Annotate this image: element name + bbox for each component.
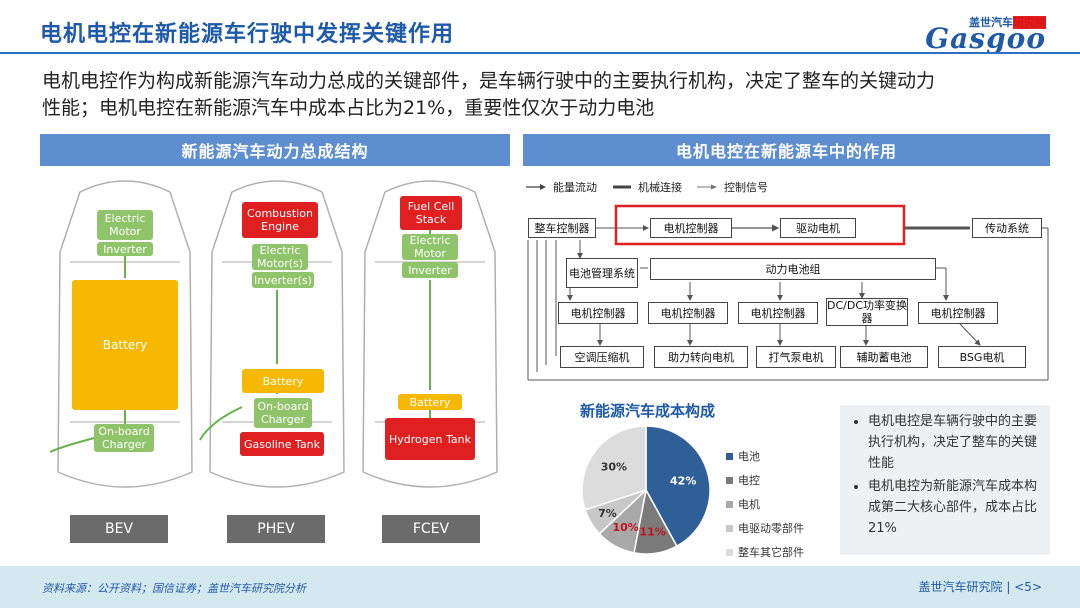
pie-legend-item-other: 整车其它部件 <box>726 544 804 560</box>
gasgoo-logo: Gasgoo <box>925 22 1046 55</box>
bev-inverter: Inverter <box>97 242 153 256</box>
energy-arrow-icon <box>526 184 546 190</box>
legend-mechanical-label: 机械连接 <box>638 181 682 194</box>
motor-role-heading: 电机电控在新能源车中的作用 <box>523 134 1050 166</box>
bev-battery: Battery <box>72 280 178 410</box>
label-phev: PHEV <box>227 515 325 543</box>
phev-onboard-charger: On-board Charger <box>254 398 312 428</box>
legend-energy-label: 能量流动 <box>553 181 597 194</box>
aux-battery-box: 辅助蓄电池 <box>840 346 928 368</box>
phev-gasoline-tank: Gasoline Tank <box>240 432 324 456</box>
pie-legend-label: 电机 <box>738 498 760 511</box>
legend-mechanical: 机械连接 <box>612 179 682 195</box>
controller-box-2: 电机控制器 <box>648 302 728 324</box>
controller-box-5: 电机控制器 <box>918 302 998 324</box>
key-points: 电机电控是车辆行驶中的主要执行机构，决定了整车的关键性能 电机电控为新能源汽车成… <box>840 405 1050 555</box>
pie-slice-label-1: 42% <box>670 474 696 487</box>
phev-inverters: Inverter(s) <box>252 272 314 288</box>
pie-legend-item-drive-parts: 电驱动零部件 <box>726 520 804 536</box>
fcev-inverter: Inverter <box>402 262 458 278</box>
transmission-box: 传动系统 <box>972 218 1042 238</box>
footer-bar <box>0 566 1080 608</box>
page-number: <5> <box>1014 580 1042 594</box>
legend-swatch <box>726 452 733 460</box>
intro-line-2: 性能；电机电控在新能源汽车中成本占比为21%，重要性仅次于动力电池 <box>42 97 655 119</box>
phev-electric-motors: Electric Motor(s) <box>252 244 308 270</box>
drive-motor-box: 驱动电机 <box>780 218 856 238</box>
highlight-frame <box>614 204 906 246</box>
controller-box-1: 电机控制器 <box>558 302 638 324</box>
cost-pie-chart: 42% 11%10%7% 30% <box>581 425 711 555</box>
pie-slice-5 <box>581 425 647 511</box>
bms-box: 电池管理系统 <box>566 258 638 288</box>
bev-onboard-charger: On-board Charger <box>94 424 154 452</box>
page-title: 电机电控在新能源车行驶中发挥关键作用 <box>40 22 455 47</box>
footer-right: 盖世汽车研究院 | <5> <box>919 578 1042 595</box>
dcdc-converter-box: DC/DC功率变换器 <box>826 298 908 326</box>
bsg-motor-box: BSG电机 <box>938 346 1026 368</box>
brand-tagline-red: 研究院 <box>1013 16 1046 29</box>
air-pump-motor-box: 打气泵电机 <box>756 346 836 368</box>
vcu-box: 整车控制器 <box>528 218 596 238</box>
pie-legend: 电池 电控 电机 电驱动零部件 整车其它部件 <box>726 448 804 560</box>
legend-swatch <box>726 524 733 532</box>
ac-compressor-box: 空调压缩机 <box>560 346 644 368</box>
pie-slice-label-5: 30% <box>601 461 627 474</box>
source-note: 资料来源：公开资料；国信证券；盖世汽车研究院分析 <box>42 582 306 595</box>
footer-separator: | <box>1006 580 1015 594</box>
title-divider <box>0 52 1080 54</box>
powertrain-heading: 新能源汽车动力总成结构 <box>40 134 510 166</box>
legend-control: 控制信号 <box>696 179 768 195</box>
pie-legend-label: 电池 <box>738 450 760 463</box>
legend-swatch <box>726 548 733 556</box>
phev-combustion-engine: Combustion Engine <box>242 202 318 238</box>
pie-legend-item-motor: 电机 <box>726 496 804 512</box>
pie-legend-label: 电控 <box>738 474 760 487</box>
main-motor-controller-box: 电机控制器 <box>650 218 732 238</box>
legend-control-label: 控制信号 <box>724 181 768 194</box>
pie-title: 新能源汽车成本构成 <box>580 402 716 420</box>
brand-tagline-text: 盖世汽车 <box>969 16 1013 29</box>
intro-text: 电机电控作为构成新能源汽车动力总成的关键部件，是车辆行驶中的主要执行机构，决定了… <box>42 68 1052 122</box>
pie-slice-label-3: 10% <box>612 521 638 534</box>
fcev-hydrogen-tank: Hydrogen Tank <box>385 418 475 460</box>
pie-legend-item-control: 电控 <box>726 472 804 488</box>
bev-car-outline <box>57 180 193 488</box>
label-bev: BEV <box>70 515 168 543</box>
pie-slice-label-4: 7% <box>598 507 617 520</box>
label-fcev: FCEV <box>382 515 480 543</box>
control-arrow-icon <box>697 184 717 190</box>
power-steering-motor-box: 助力转向电机 <box>654 346 748 368</box>
legend-swatch <box>726 500 733 508</box>
phev-battery: Battery <box>242 369 324 393</box>
legend-energy: 能量流动 <box>525 179 597 195</box>
fcev-car-outline <box>362 180 498 488</box>
controller-box-3: 电机控制器 <box>738 302 818 324</box>
intro-line-1: 电机电控作为构成新能源汽车动力总成的关键部件，是车辆行驶中的主要执行机构，决定了… <box>42 70 936 92</box>
fcev-battery: Battery <box>398 394 462 410</box>
pie-legend-label: 电驱动零部件 <box>738 522 804 535</box>
bev-electric-motor: Electric Motor <box>97 210 153 240</box>
phev-car-outline <box>209 180 345 488</box>
pie-legend-label: 整车其它部件 <box>738 546 804 559</box>
footer-org: 盖世汽车研究院 <box>918 580 1003 594</box>
pie-legend-item-battery: 电池 <box>726 448 804 464</box>
fcev-electric-motor: Electric Motor <box>402 234 458 260</box>
key-point-1: 电机电控是车辆行驶中的主要执行机构，决定了整车的关键性能 <box>868 411 1042 474</box>
pie-slice-label-2: 11% <box>639 526 665 539</box>
legend-swatch <box>726 476 733 484</box>
brand-tagline: 盖世汽车研究院 <box>969 14 1046 30</box>
mechanical-line-icon <box>613 185 631 189</box>
key-point-2: 电机电控为新能源汽车成本构成第二大核心部件，成本占比21% <box>868 476 1042 539</box>
fcev-fuel-cell-stack: Fuel Cell Stack <box>400 196 462 230</box>
pie-slice-1 <box>645 425 711 548</box>
battery-pack-box: 动力电池组 <box>650 258 936 280</box>
